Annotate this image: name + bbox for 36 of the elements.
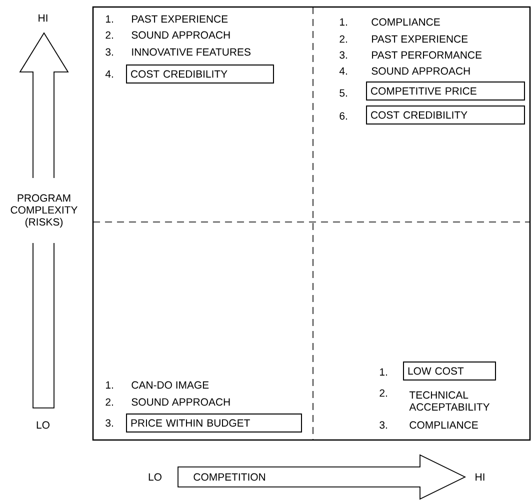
highlight-box: LOW COST bbox=[403, 361, 496, 380]
list-number: 1. bbox=[340, 18, 347, 26]
axis-end-label: LO bbox=[36, 421, 50, 429]
highlight-box: COST CREDIBILITY bbox=[366, 105, 525, 124]
list-number: 3. bbox=[340, 51, 347, 59]
list-number: 3. bbox=[106, 419, 113, 427]
list-number: 1. bbox=[106, 15, 113, 23]
list-number: 2. bbox=[340, 35, 347, 43]
axis-end-label: HI bbox=[38, 14, 48, 22]
list-item: TECHNICAL ACCEPTABILITY bbox=[409, 391, 490, 411]
highlight-box: PRICE WITHIN BUDGET bbox=[126, 413, 302, 432]
list-number: 5. bbox=[340, 89, 347, 97]
list-number: 2. bbox=[106, 398, 113, 406]
list-item: CAN-DO IMAGE bbox=[132, 381, 209, 389]
list-number: 4. bbox=[105, 70, 113, 78]
list-number: 4. bbox=[339, 67, 347, 75]
list-number: 1. bbox=[380, 368, 387, 376]
list-number: 6. bbox=[340, 112, 347, 120]
axis-title: PROGRAM COMPLEXITY (RISKS) bbox=[10, 194, 78, 228]
axis-end-label: LO bbox=[148, 473, 162, 481]
axis-title: COMPETITION bbox=[194, 473, 265, 481]
list-item: COMPLIANCE bbox=[410, 421, 478, 429]
list-number: 1. bbox=[106, 381, 113, 389]
list-item: PAST EXPERIENCE bbox=[132, 15, 228, 23]
list-number: 2. bbox=[106, 31, 113, 39]
list-number: 3. bbox=[106, 48, 113, 56]
list-item: SOUND APPROACH bbox=[132, 31, 230, 39]
list-number: 2. bbox=[380, 389, 387, 397]
axis-end-label: HI bbox=[476, 473, 484, 481]
list-number: 3. bbox=[380, 421, 387, 429]
list-item: COMPLIANCE bbox=[372, 18, 440, 26]
list-item: SOUND APPROACH bbox=[372, 67, 470, 75]
highlight-box: COMPETITIVE PRICE bbox=[366, 81, 525, 100]
list-item: PAST EXPERIENCE bbox=[372, 35, 468, 43]
list-item: PAST PERFORMANCE bbox=[372, 51, 482, 59]
highlight-box: COST CREDIBILITY bbox=[126, 64, 274, 84]
